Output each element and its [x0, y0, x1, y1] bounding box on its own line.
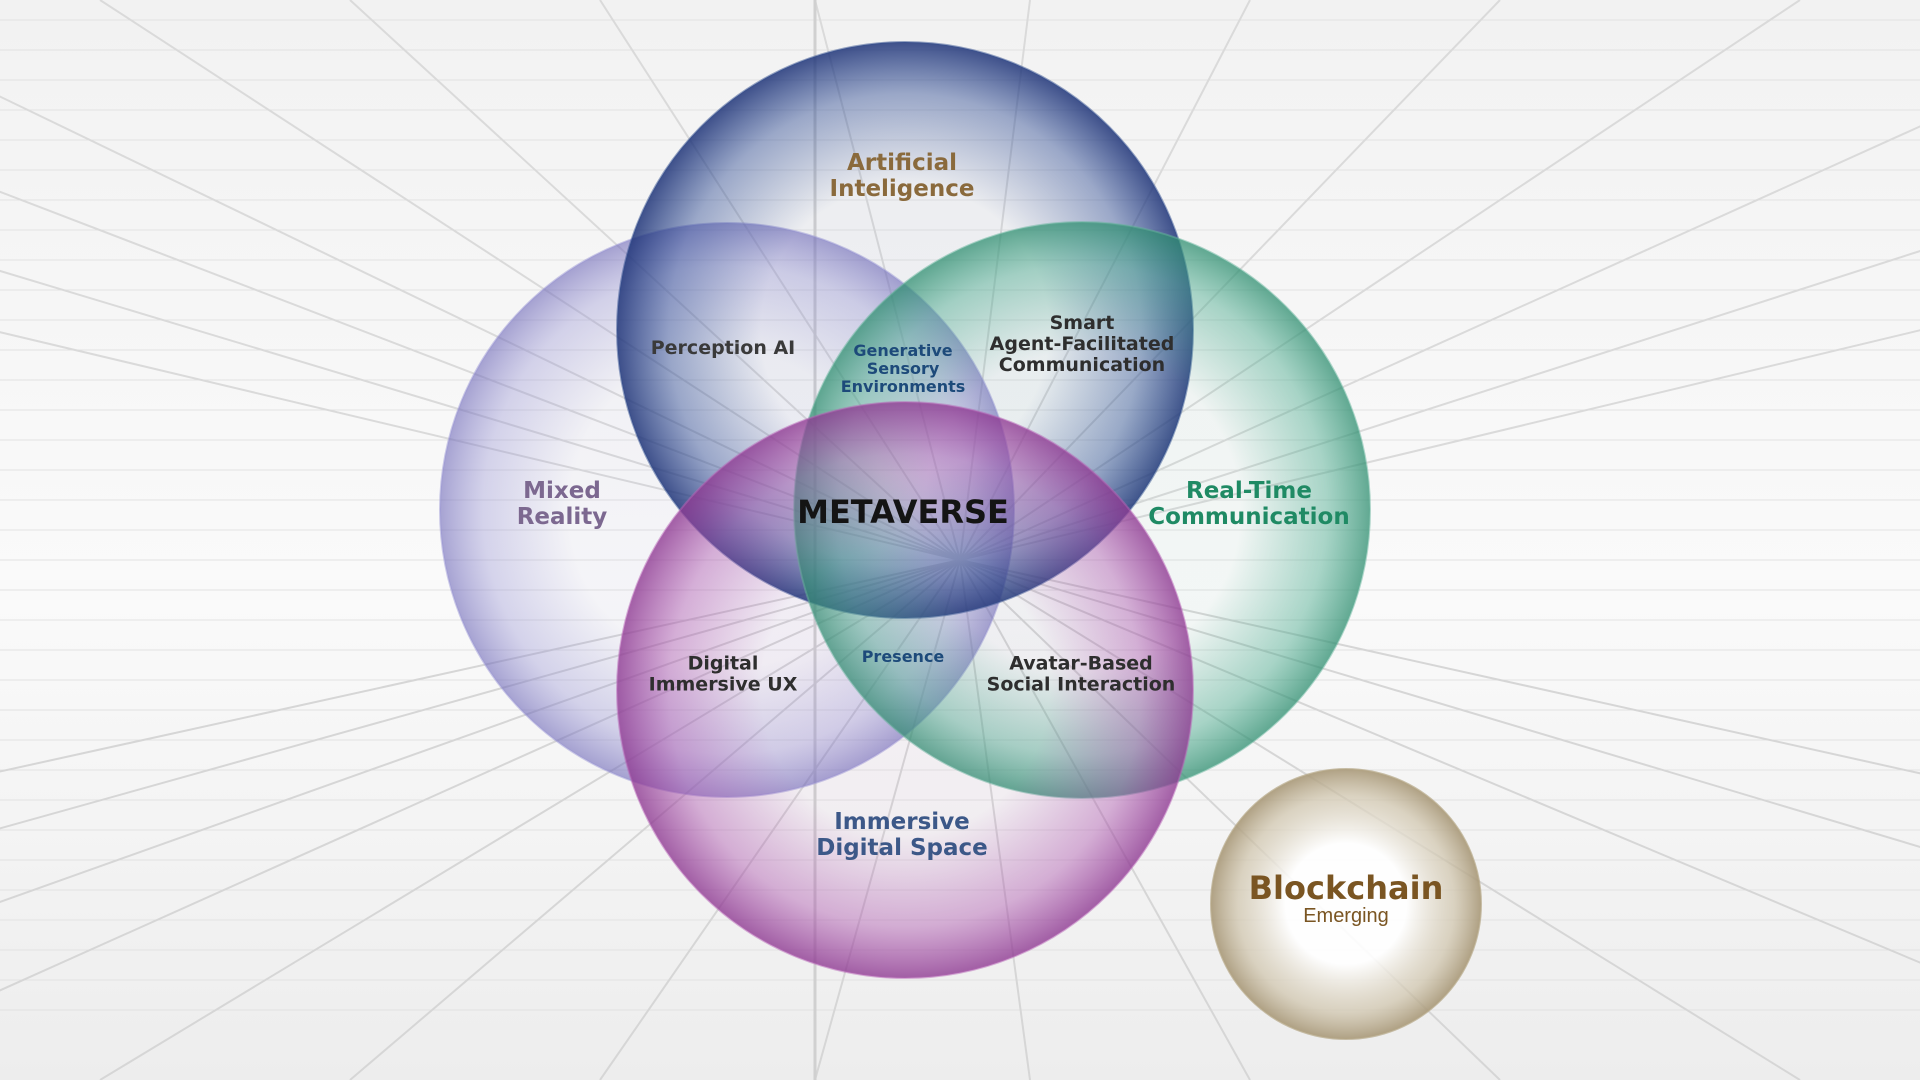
label-blockchain: Blockchain — [1249, 869, 1444, 907]
circle-blockchain — [1210, 768, 1482, 1040]
label-smart-agent-communication-line: Communication — [999, 354, 1165, 376]
grid-line — [959, 559, 1920, 775]
label-immersive-digital-space-line: Immersive — [834, 809, 970, 835]
label-real-time-communication-line: Communication — [1148, 504, 1349, 530]
label-smart-agent-communication-line: Smart — [1050, 312, 1115, 334]
label-immersive-digital-space-line: Digital Space — [816, 835, 988, 861]
label-generative-sensory-environments-line: Generative — [853, 341, 952, 360]
label-smart-agent-communication-line: Agent-Facilitated — [990, 333, 1175, 355]
label-artificial-intelligence-line: Inteligence — [830, 176, 975, 202]
label-mixed-reality-line: Reality — [517, 504, 608, 530]
label-presence: Presence — [862, 647, 945, 666]
label-presence-line: Presence — [862, 647, 945, 666]
label-digital-immersive-ux-line: Immersive UX — [649, 674, 798, 696]
venn-circles — [439, 41, 1371, 979]
label-artificial-intelligence-line: Artificial — [847, 150, 957, 176]
label-blockchain-emerging: Emerging — [1303, 905, 1389, 927]
label-real-time-communication-line: Real-Time — [1186, 478, 1312, 504]
label-generative-sensory-environments-line: Sensory — [867, 359, 940, 378]
label-mixed-reality-line: Mixed — [523, 478, 601, 504]
label-avatar-social-interaction-line: Social Interaction — [987, 674, 1176, 696]
label-avatar-social-interaction-line: Avatar-Based — [1009, 653, 1153, 675]
emerging-circle — [1210, 768, 1482, 1040]
circle-immersive-digital-space — [616, 401, 1194, 979]
label-center-metaverse: METAVERSE — [797, 493, 1009, 531]
label-generative-sensory-environments-line: Environments — [841, 377, 966, 396]
label-perception-ai-line: Perception AI — [651, 337, 796, 359]
label-perception-ai: Perception AI — [651, 337, 796, 359]
label-digital-immersive-ux-line: Digital — [688, 653, 759, 675]
